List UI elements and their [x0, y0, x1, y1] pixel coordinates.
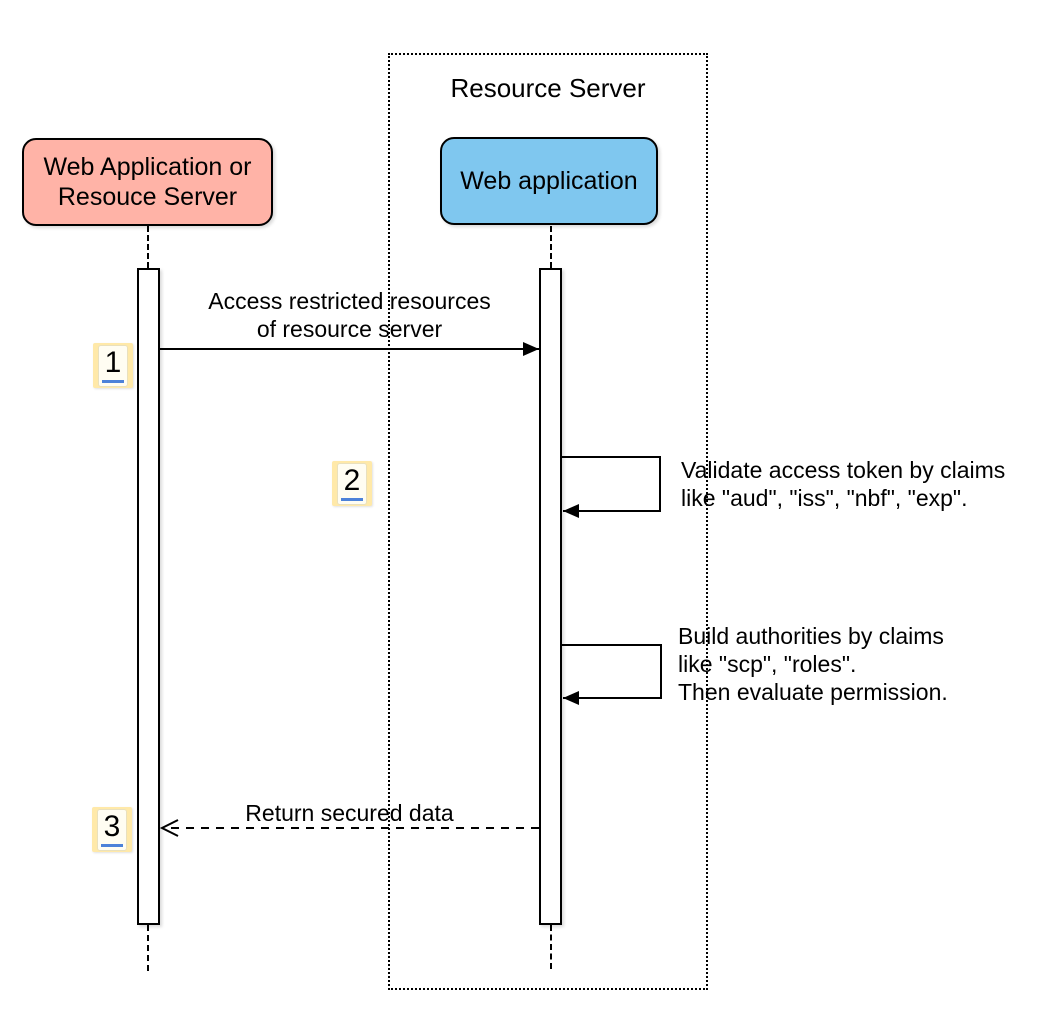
activation-bar-right: [539, 268, 562, 925]
actor-label: Web Application or Resouce Server: [43, 153, 252, 211]
step-number: 1: [101, 347, 125, 383]
step-badge-2: 2: [332, 461, 372, 506]
step-number: 2: [340, 465, 364, 501]
lifeline-left: [147, 925, 149, 971]
step-badge-1: 1: [93, 343, 133, 388]
lifeline-right: [550, 925, 552, 969]
message-label-validate-token: Validate access token by claims like "au…: [681, 457, 1006, 511]
boundary-title: Resource Server: [450, 73, 646, 103]
message-label-access-restricted-resources: Access restricted resources of resource …: [208, 288, 491, 342]
step-badge-inner: 2: [336, 462, 368, 505]
lifeline-right: [550, 226, 552, 268]
step-badge-inner: 3: [96, 808, 128, 851]
lifeline-left: [147, 226, 149, 268]
step-badge-inner: 1: [97, 344, 129, 387]
resource-server-boundary: Resource Server: [388, 53, 708, 990]
actor-web-application-or-resource-server: Web Application or Resouce Server: [22, 138, 273, 226]
step-badge-3: 3: [92, 807, 132, 852]
actor-web-application: Web application: [440, 137, 658, 225]
activation-bar-left: [137, 268, 160, 925]
message-label-return-secured-data: Return secured data: [245, 800, 454, 826]
actor-label: Web application: [460, 167, 638, 195]
message-label-build-authorities: Build authorities by claims like "scp", …: [678, 623, 948, 705]
step-number: 3: [100, 811, 124, 847]
